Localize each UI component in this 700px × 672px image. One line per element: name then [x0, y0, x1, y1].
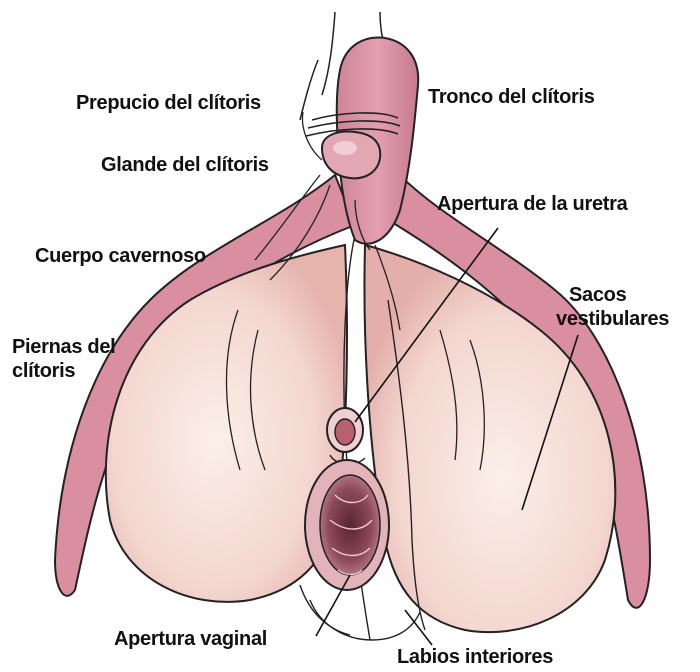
label-sacos-line1: Sacos	[569, 283, 669, 307]
label-sacos: Sacos vestibulares	[569, 283, 669, 331]
label-piernas-line1: Piernas del	[12, 335, 115, 359]
glans-shape	[322, 132, 380, 179]
label-uretra: Apertura de la uretra	[437, 192, 627, 216]
vaginal-opening-shape	[305, 460, 389, 590]
label-labios: Labios interiores	[397, 645, 553, 669]
label-vaginal: Apertura vaginal	[114, 627, 267, 651]
label-piernas-line2: clítoris	[12, 359, 115, 383]
label-tronco: Tronco del clítoris	[428, 85, 595, 109]
label-glande: Glande del clítoris	[101, 153, 269, 177]
glans-highlight	[333, 141, 357, 155]
label-piernas: Piernas del clítoris	[12, 335, 115, 383]
label-prepucio: Prepucio del clítoris	[76, 91, 261, 115]
urethral-opening-shape	[327, 408, 363, 452]
label-cuerpo: Cuerpo cavernoso	[35, 244, 206, 268]
label-sacos-line2: vestibulares	[556, 307, 669, 331]
